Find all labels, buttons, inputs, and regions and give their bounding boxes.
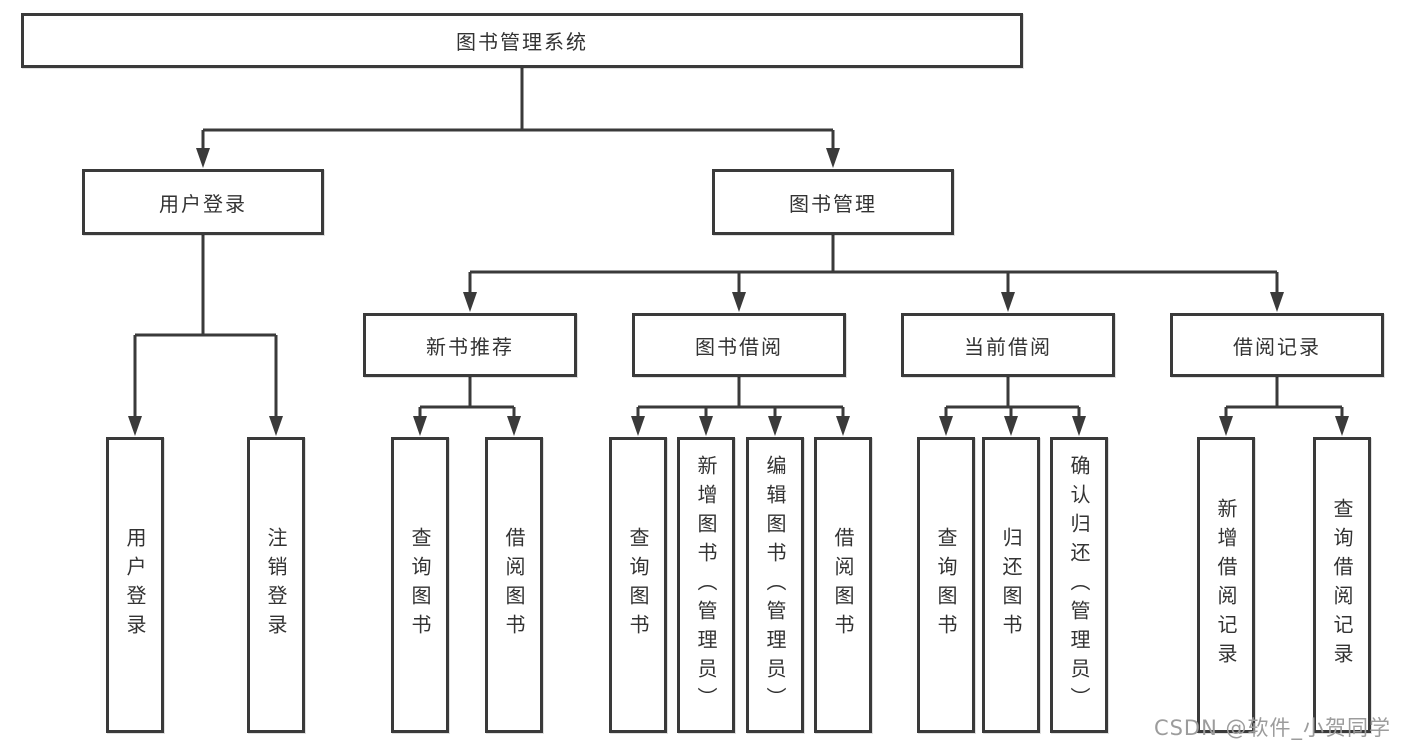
node-new-book-recommend-label: 新书推荐: [426, 334, 514, 359]
node-user-login: 用户登录: [82, 169, 324, 235]
node-current-borrow-label: 当前借阅: [964, 334, 1052, 359]
leaf-logout-login: 注销登录: [247, 437, 305, 733]
leaf-newbook-borrow-books-label: 借阅图书: [502, 527, 526, 643]
node-new-book-recommend: 新书推荐: [363, 313, 577, 377]
node-book-management: 图书管理: [712, 169, 954, 235]
csdn-watermark: CSDN @软件_小贺同学: [1153, 716, 1391, 740]
leaf-borrow-edit-books-admin-label: 编辑图书（管理员）: [763, 454, 787, 716]
leaf-borrow-edit-books-admin: 编辑图书（管理员）: [746, 437, 804, 733]
node-user-login-label: 用户登录: [159, 191, 247, 216]
leaf-record-query-borrow-record: 查询借阅记录: [1313, 437, 1371, 733]
leaf-current-return-books-label: 归还图书: [999, 527, 1023, 643]
leaf-record-query-borrow-record-label: 查询借阅记录: [1330, 498, 1354, 672]
leaf-newbook-borrow-books: 借阅图书: [485, 437, 543, 733]
leaf-current-return-books: 归还图书: [982, 437, 1040, 733]
node-root: 图书管理系统: [21, 13, 1023, 68]
node-book-management-label: 图书管理: [789, 191, 877, 216]
node-borrow-record: 借阅记录: [1170, 313, 1384, 377]
leaf-user-login-label: 用户登录: [123, 527, 147, 643]
leaf-user-login: 用户登录: [106, 437, 164, 733]
node-current-borrow: 当前借阅: [901, 313, 1115, 377]
arrowheads: [128, 148, 1349, 436]
leaf-newbook-query-books: 查询图书: [391, 437, 449, 733]
leaf-newbook-query-books-label: 查询图书: [408, 527, 432, 643]
leaf-record-add-borrow-record-label: 新增借阅记录: [1214, 498, 1238, 672]
node-book-borrow-label: 图书借阅: [695, 334, 783, 359]
leaf-borrow-borrow-books: 借阅图书: [814, 437, 872, 733]
leaf-borrow-add-books-admin: 新增图书（管理员）: [677, 437, 735, 733]
leaf-current-query-books-label: 查询图书: [934, 527, 958, 643]
leaf-borrow-borrow-books-label: 借阅图书: [831, 527, 855, 643]
leaf-logout-login-label: 注销登录: [264, 527, 288, 643]
leaf-record-add-borrow-record: 新增借阅记录: [1197, 437, 1255, 733]
leaf-borrow-query-books-label: 查询图书: [626, 527, 650, 643]
node-root-label: 图书管理系统: [456, 30, 588, 54]
leaf-current-confirm-return-admin-label: 确认归还（管理员）: [1067, 454, 1091, 716]
leaf-borrow-query-books: 查询图书: [609, 437, 667, 733]
leaf-current-confirm-return-admin: 确认归还（管理员）: [1050, 437, 1108, 733]
leaf-borrow-add-books-admin-label: 新增图书（管理员）: [694, 454, 718, 716]
node-borrow-record-label: 借阅记录: [1233, 334, 1321, 359]
node-book-borrow: 图书借阅: [632, 313, 846, 377]
leaf-current-query-books: 查询图书: [917, 437, 975, 733]
